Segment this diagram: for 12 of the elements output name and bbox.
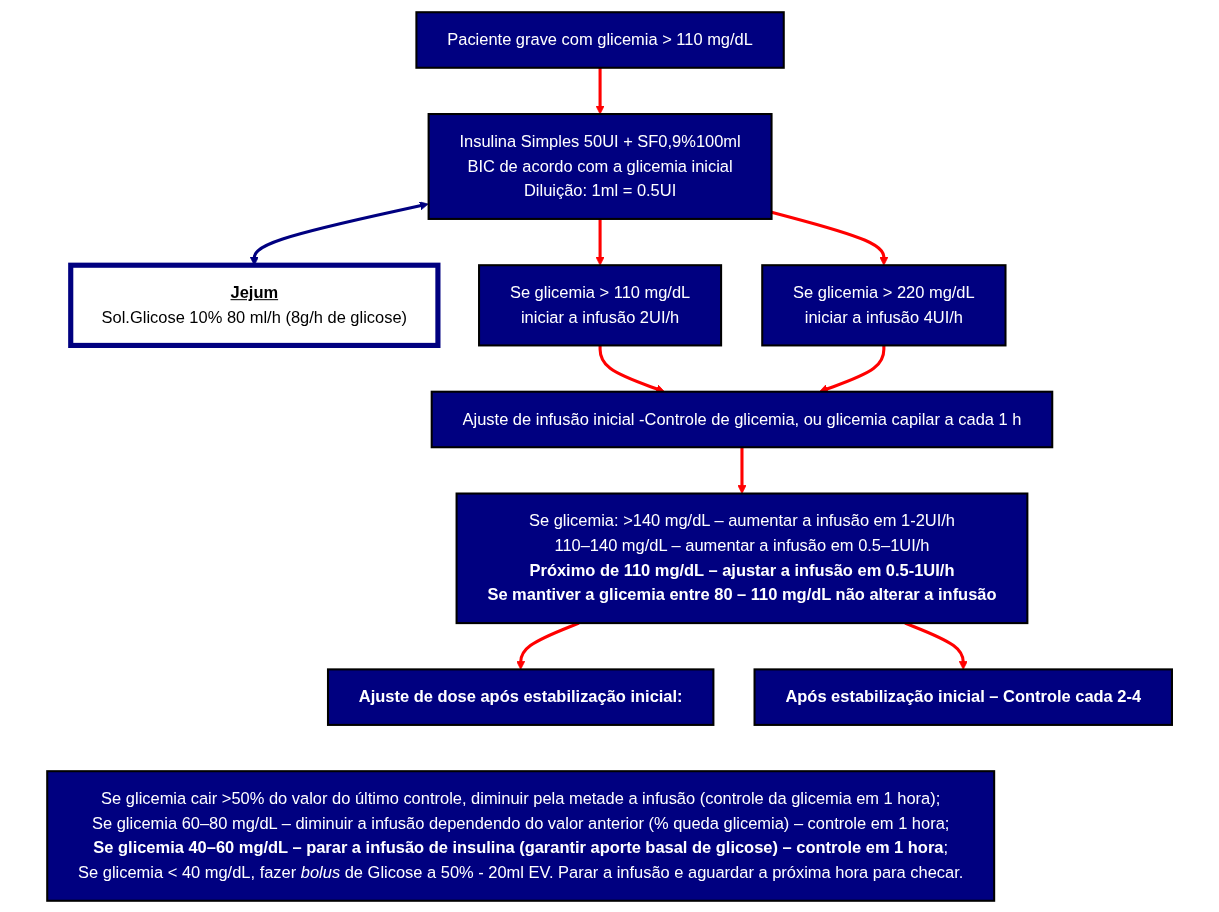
node-box: Se glicemia > 110 mg/dL iniciar a infusão 2UI/h bbox=[477, 263, 723, 346]
node-box: Paciente grave com glicemia > 110 mg/dL bbox=[415, 10, 785, 69]
node-box: Se glicemia: >140 mg/dL – aumentar a infusão em 1-2UI/h 110–140 mg/dL – aumentar a infusão em 0.5–1UI/h Próximo de 110 mg/dL – ajustar a infusão em 0.5-1UI/h Se mantiver a glicemia entre 80 – 110 mg/dL não alterar a infusão bbox=[455, 492, 1029, 624]
node-box: Insulina Simples 50UI + SF0,9%100ml BIC de acordo com a glicemia inicial Diluição: 1ml = 0.5UI bbox=[427, 112, 773, 220]
node-box: Ajuste de dose após estabilização inicial: bbox=[326, 667, 715, 726]
node-box: Ajuste de infusão inicial -Controle de glicemia, ou glicemia capilar a cada 1 h bbox=[430, 390, 1054, 448]
node-box: Após estabilização inicial – Controle cada 2-4 bbox=[753, 667, 1173, 726]
node-box: Se glicemia cair >50% do valor do último controle, diminuir pela metade a infusão (controle da glicemia em 1 hora); Se glicemia 60–80 mg/dL – diminuir a infusão dependendo do valor anterior (% queda glicemia) – controle em 1 hora; Se glicemia 40–60 mg/dL – parar a infusão de insulina (garantir aporte basal de glicose) – controle em 1 hora; Se glicemia < 40 mg/dL, fazer bolus de Glicose a 50% - 20ml EV. Parar a infusão e aguardar a próxima hora para checar. bbox=[46, 769, 996, 902]
node-box: Jejum Sol.Glicose 10% 80 ml/h (8g/h de glicose) bbox=[68, 262, 441, 348]
arrow bbox=[595, 67, 605, 114]
arrow bbox=[737, 446, 747, 494]
node-box: Se glicemia > 220 mg/dL iniciar a infusão 4UI/h bbox=[761, 263, 1007, 346]
